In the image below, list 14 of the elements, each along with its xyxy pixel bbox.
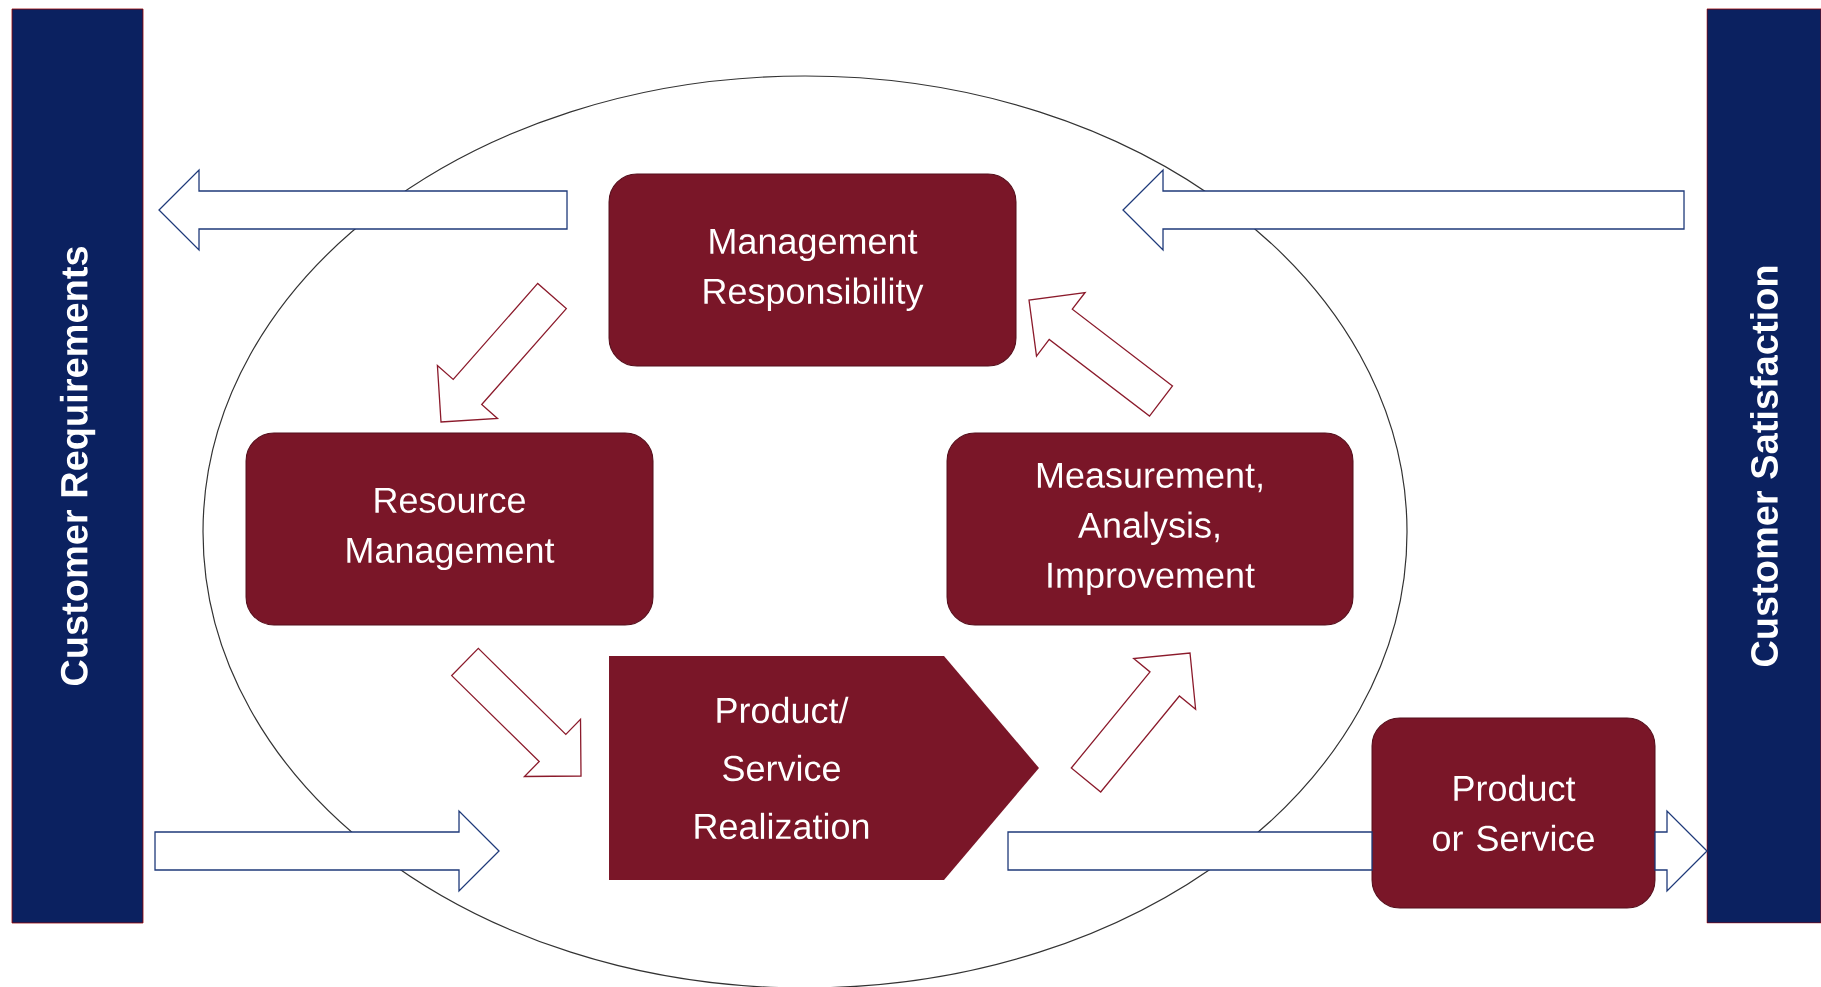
process-pentagon: Product/ Service Realization	[609, 656, 1039, 880]
side-bar: Customer Satisfaction	[1706, 8, 1821, 924]
process-box: Product or Service	[1371, 717, 1656, 909]
side-bar: Customer Requirements	[11, 8, 144, 924]
block-arrow	[1028, 291, 1174, 417]
process-box: Resource Management	[245, 432, 654, 626]
block-arrow	[158, 168, 568, 252]
block-arrow	[154, 809, 500, 893]
block-arrow	[1654, 809, 1708, 893]
block-arrow	[1070, 652, 1197, 793]
block-arrow	[1122, 168, 1685, 252]
block-arrow	[1007, 831, 1373, 871]
process-box: Management Responsibility	[608, 173, 1017, 367]
process-box: Measurement, Analysis, Improvement	[946, 432, 1354, 626]
